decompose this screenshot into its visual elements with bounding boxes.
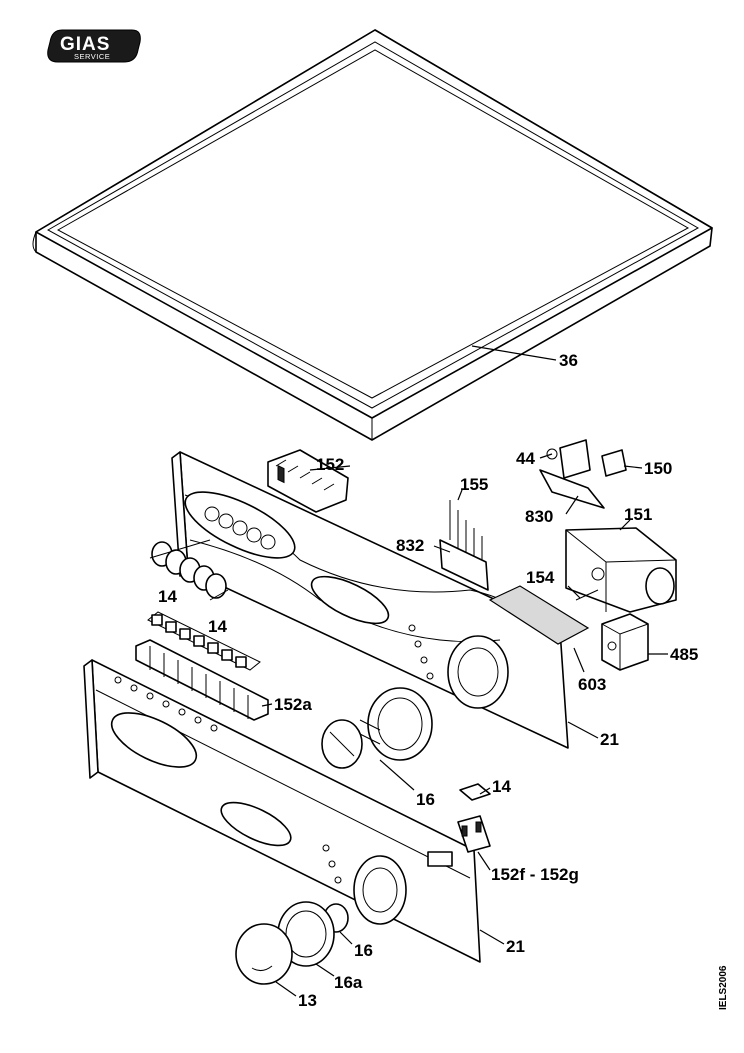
callout-44: 44 xyxy=(516,449,535,468)
callout-151: 151 xyxy=(624,505,652,524)
part-programmer-151 xyxy=(565,527,677,613)
callout-830: 830 xyxy=(525,507,553,526)
callout-16-bottom: 16 xyxy=(354,941,373,960)
callout-832: 832 xyxy=(396,536,424,555)
callout-16-middle: 16 xyxy=(416,790,435,809)
callout-150: 150 xyxy=(644,459,672,478)
callout-labels: 36 152 44 150 155 830 151 832 154 14 14 … xyxy=(158,351,698,1010)
callout-152a: 152a xyxy=(274,695,312,714)
callout-154: 154 xyxy=(526,568,555,587)
gias-service-logo: GIAS SERVICE xyxy=(47,29,141,63)
callout-14-row: 14 xyxy=(208,617,227,636)
callout-21-lower: 21 xyxy=(506,937,525,956)
part-module-485 xyxy=(601,613,649,671)
callout-16a: 16a xyxy=(334,973,363,992)
callout-152: 152 xyxy=(316,455,344,474)
logo-brand: GIAS xyxy=(60,34,110,55)
callout-13: 13 xyxy=(298,991,317,1010)
callout-155: 155 xyxy=(460,475,488,494)
part-knob-group-bottom xyxy=(235,901,349,985)
part-knob-16-middle xyxy=(321,687,433,769)
part-switch-block-152 xyxy=(267,449,349,513)
part-lower-control-panel xyxy=(83,659,481,963)
part-bracket-44-830-150 xyxy=(539,439,627,509)
logo-sub: SERVICE xyxy=(74,52,110,61)
callout-485: 485 xyxy=(670,645,698,664)
callout-14-small: 14 xyxy=(492,777,511,796)
part-lens-603 xyxy=(488,585,590,645)
callout-21-upper: 21 xyxy=(600,730,619,749)
part-switch-152f-152g xyxy=(457,783,491,853)
callout-152f-152g: 152f - 152g xyxy=(491,865,579,884)
part-buttons-14-row xyxy=(147,611,261,671)
callout-14-upper: 14 xyxy=(158,587,177,606)
callout-603: 603 xyxy=(578,675,606,694)
part-switch-row-152a xyxy=(135,639,269,721)
callout-36: 36 xyxy=(559,351,578,370)
leader-lines xyxy=(261,345,668,997)
drawing-code: IELS2006 xyxy=(718,965,729,1010)
part-top-cover xyxy=(32,29,713,441)
part-connectors-155-832 xyxy=(439,500,489,591)
part-buttons-14-upper xyxy=(149,539,229,601)
